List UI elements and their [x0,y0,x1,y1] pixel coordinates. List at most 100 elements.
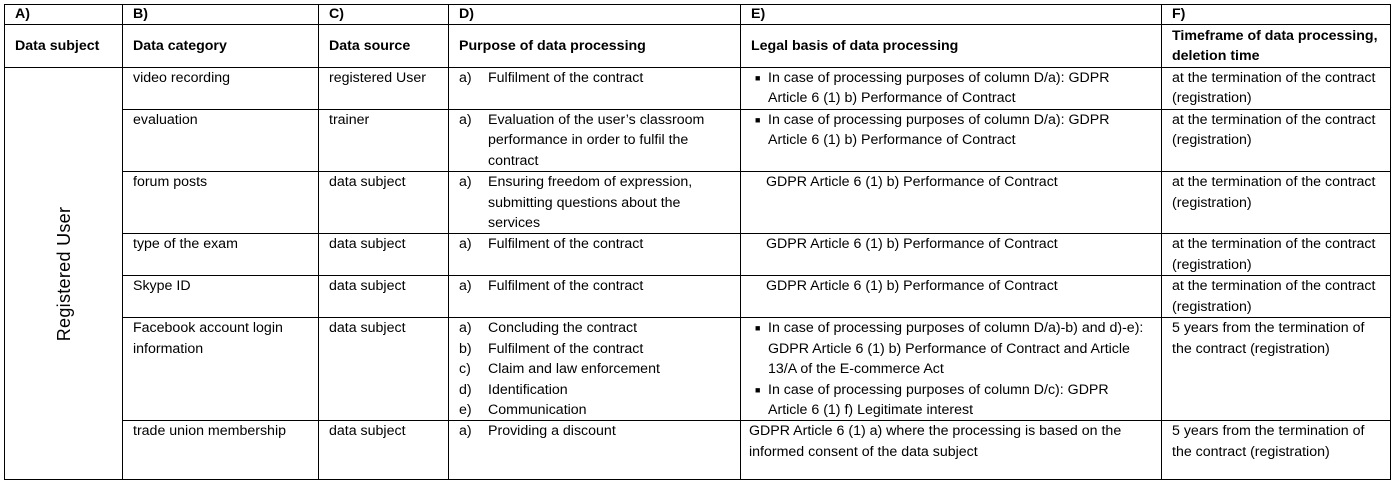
data-source-cell: data subject [318,317,449,422]
header-data-source: Data source [318,24,449,68]
purpose-cell: a)Evaluation of the user’s classroom per… [448,108,741,173]
column-letter-c: C) [318,4,449,25]
data-source-cell: data subject [318,420,449,481]
data-subject-cell: Registered User [4,66,123,481]
purpose-item: a) Ensuring freedom of expression, submit… [459,173,730,233]
purpose-item: e) Communication [459,400,730,420]
data-category-cell: evaluation [122,108,319,173]
legal-basis-cell: ■ In case of processing purposes of colum… [740,108,1162,173]
purpose-item: a) Concluding the contract [459,319,730,339]
purpose-item-label: a) [459,174,472,191]
purpose-item-text: Communication [488,402,587,419]
purpose-cell: a) Fulfilment of the contract [448,67,741,110]
legal-basis-cell: GDPR Article 6 (1) b) Performance of Con… [740,171,1162,235]
legal-basis-text: In case of processing purposes of column… [768,70,1110,107]
column-header-row: Data subject Data category Data source P… [4,24,1391,68]
column-letter-e: E) [740,4,1162,25]
purpose-item-text: Identification [488,381,568,398]
data-source-cell: data subject [318,275,449,319]
timeframe-cell: at the termination of the contract (regi… [1161,275,1391,319]
purpose-item: a) Providing a discount [459,422,730,442]
column-letter-row: A) B) C) D) E) F) [4,4,1391,25]
purpose-cell: a) Fulfilment of the contract [448,275,741,319]
timeframe-cell: 5 years from the termination of the cont… [1161,420,1391,481]
square-bullet-icon: ■ [755,323,761,334]
legal-basis-cell: ■ In case of processing purposes of colum… [740,67,1162,110]
square-bullet-icon: ■ [755,73,761,83]
column-letter-a: A) [4,4,123,25]
purpose-item-label: e) [459,402,472,419]
data-category-cell: type of the exam [122,233,319,277]
purpose-item-text: Fulfilment of the contract [488,70,644,86]
data-source-cell: trainer [318,108,449,173]
legal-basis-text: In case of processing purposes of column… [768,320,1144,378]
column-letter-f: F) [1161,4,1391,25]
legal-basis-item: ■ In case of processing purposes of colum… [753,319,1151,380]
purpose-cell: a) Fulfilment of the contract [448,233,741,277]
legal-basis-text: GDPR Article 6 (1) b) Performance of Con… [766,174,1058,191]
purpose-item: a) Fulfilment of the contract [459,235,730,255]
header-purpose: Purpose of data processing [448,24,741,68]
purpose-item-text: Fulfilment of the contract [488,340,644,357]
purpose-item-label: a) [459,320,472,337]
purpose-item: d) Identification [459,380,730,400]
purpose-item-label: d) [459,381,472,398]
timeframe-cell: at the termination of the contract (regi… [1161,67,1391,110]
data-subject-label: Registered User [53,206,74,342]
legal-basis-text: In case of processing purposes of column… [768,112,1110,149]
header-timeframe: Timeframe of data processing, deletion t… [1161,24,1391,68]
data-category-cell: video recording [122,67,319,110]
data-source-cell: data subject [318,171,449,235]
purpose-item-text: Claim and law enforcement [488,361,660,378]
column-letter-d: D) [448,4,741,25]
purpose-item-label: a) [459,70,472,86]
legal-basis-item: ■ In case of processing purposes of colum… [753,380,1151,420]
purpose-item: a) Fulfilment of the contract [459,69,730,89]
purpose-item: b) Fulfilment of the contract [459,339,730,359]
purpose-item: a)Evaluation of the user’s classroom per… [459,111,730,171]
legal-basis-item: GDPR Article 6 (1) b) Performance of Con… [753,173,1151,193]
purpose-item-label: a) [459,278,472,295]
legal-basis-text: GDPR Article 6 (1) b) Performance of Con… [766,278,1058,295]
header-data-category: Data category [122,24,319,68]
purpose-item-text: Fulfilment of the contract [488,278,644,295]
legal-basis-item: ■ In case of processing purposes of colum… [753,69,1151,109]
data-category-cell: forum posts [122,171,319,235]
purpose-item-text: Concluding the contract [488,320,638,337]
purpose-item-label: a) [459,423,472,440]
square-bullet-icon: ■ [755,384,761,395]
legal-basis-item: ■ In case of processing purposes of colum… [753,111,1151,151]
purpose-cell: a) Providing a discount [448,420,741,481]
purpose-item-text: Providing a discount [488,423,616,440]
legal-basis-cell: GDPR Article 6 (1) b) Performance of Con… [740,233,1162,277]
timeframe-cell: at the termination of the contract (regi… [1161,171,1391,235]
data-category-cell: trade union membership [122,420,319,481]
purpose-item-label: a) [459,112,472,128]
purpose-item-label: c) [459,361,471,378]
data-source-cell: registered User [318,67,449,110]
purpose-cell: a) Ensuring freedom of expression, submit… [448,171,741,235]
timeframe-cell: at the termination of the contract (regi… [1161,233,1391,277]
legal-basis-text: In case of processing purposes of column… [768,381,1109,419]
data-category-cell: Skype ID [122,275,319,319]
purpose-item: c) Claim and law enforcement [459,359,730,379]
purpose-item-text: Ensuring freedom of expression, submitti… [488,174,693,232]
purpose-item-label: a) [459,236,472,253]
legal-basis-text: GDPR Article 6 (1) b) Performance of Con… [766,236,1058,253]
purpose-item-text: Fulfilment of the contract [488,236,644,253]
legal-basis-item: GDPR Article 6 (1) b) Performance of Con… [753,277,1151,297]
data-category-cell: Facebook account login information [122,317,319,422]
legal-basis-cell: GDPR Article 6 (1) b) Performance of Con… [740,275,1162,319]
purpose-item: a) Fulfilment of the contract [459,277,730,297]
square-bullet-icon: ■ [755,115,761,125]
purpose-cell: a) Concluding the contract b) Fulfilment of… [448,317,741,422]
timeframe-cell: 5 years from the termination of the cont… [1161,317,1391,422]
column-letter-b: B) [122,4,319,25]
legal-basis-cell: GDPR Article 6 (1) a) where the processi… [740,420,1162,481]
purpose-item-label: b) [459,340,472,357]
legal-basis-text: GDPR Article 6 (1) a) where the processi… [749,423,1122,460]
